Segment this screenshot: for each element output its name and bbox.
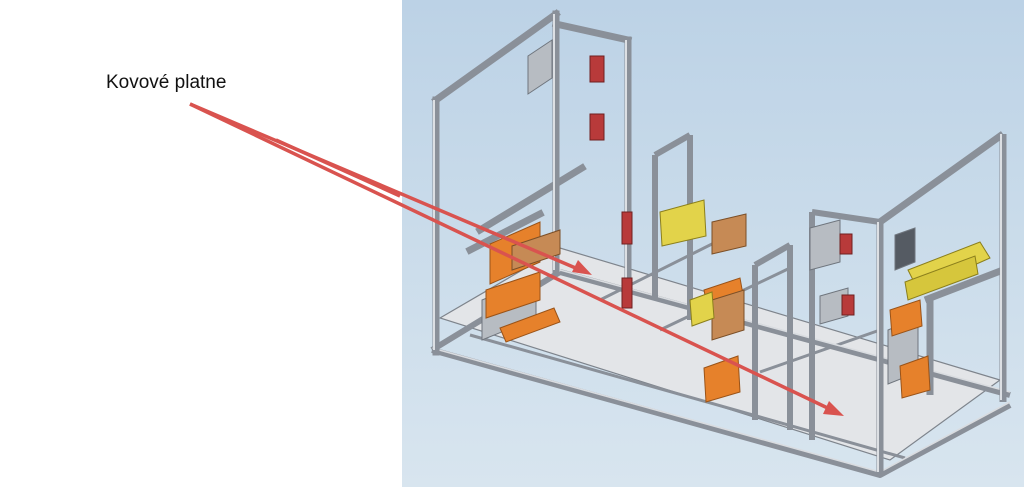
arrow-line-upper <box>189 102 586 274</box>
left-end-frame <box>431 9 633 356</box>
right-end-frame <box>876 131 1007 475</box>
orange-parts <box>485 221 931 403</box>
right-end-frame-highlight <box>877 134 1002 472</box>
left-end-frame-highlight <box>433 14 627 350</box>
arrow-head-upper <box>572 260 592 275</box>
annotation-arrows <box>189 102 844 416</box>
yellow-parts <box>659 199 991 327</box>
arrow-line-lower <box>189 102 837 414</box>
arrow-line-left <box>275 138 401 198</box>
annotation-label: Kovové platne <box>106 72 227 93</box>
arrow-head-lower <box>823 401 844 416</box>
red-brackets <box>589 55 855 316</box>
